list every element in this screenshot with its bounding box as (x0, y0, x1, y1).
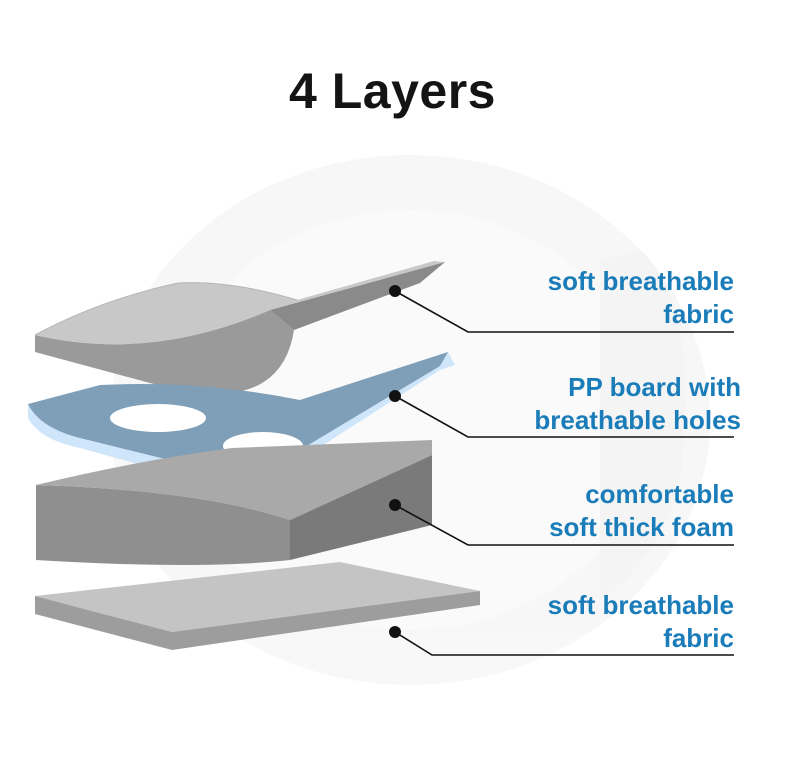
leader-line-3 (394, 504, 734, 546)
layer-fabric-top (34, 261, 445, 394)
label-layer-4-line-2: fabric (663, 623, 734, 653)
leader-dot-4 (389, 626, 401, 638)
label-layer-2-line-2: breathable holes (534, 405, 741, 435)
leader-dot-1 (389, 285, 401, 297)
leader-dot-3 (389, 499, 401, 511)
layer-fabric-bottom (35, 562, 480, 650)
label-layer-3-line-1: comfortable (585, 479, 734, 509)
label-layer-1: soft breathable fabric (548, 265, 734, 331)
leader-lines (394, 290, 734, 656)
label-layer-2-line-1: PP board with (568, 372, 741, 402)
leader-line-1 (394, 290, 734, 333)
label-layer-4: soft breathable fabric (548, 589, 734, 655)
label-layer-3: comfortable soft thick foam (549, 478, 734, 544)
label-layer-2: PP board with breathable holes (534, 371, 741, 437)
layer-foam (36, 440, 432, 565)
leader-dot-2 (389, 390, 401, 402)
leader-dots (389, 285, 401, 638)
label-layer-3-line-2: soft thick foam (549, 512, 734, 542)
label-layer-4-line-1: soft breathable (547, 590, 734, 620)
page-title: 4 Layers (289, 63, 496, 119)
label-layer-1-line-1: soft breathable (547, 266, 734, 296)
leader-line-2 (394, 395, 734, 438)
label-layer-1-line-2: fabric (663, 299, 734, 329)
leader-line-4 (394, 631, 734, 656)
breathable-hole (110, 404, 206, 432)
